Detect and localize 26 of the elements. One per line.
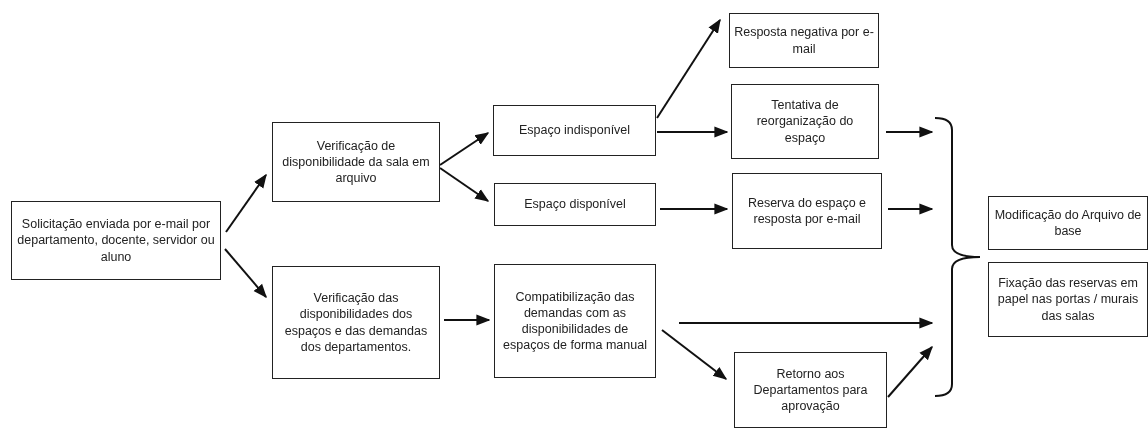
arrow [225, 173, 267, 233]
process-box: Espaço disponível [494, 183, 656, 226]
arrow [885, 126, 934, 138]
process-box: Compatibilização das demandas com as disponibilidades de espaços de forma manual [494, 264, 656, 378]
arrow [887, 345, 933, 398]
process-box: Resposta negativa por e-mail [729, 13, 879, 68]
process-box: Modificação do Arquivo de base [988, 196, 1148, 250]
arrow [661, 329, 728, 380]
process-box: Espaço indisponível [493, 105, 656, 156]
arrow [659, 203, 729, 215]
arrow [224, 248, 267, 299]
process-box: Verificação das disponibilidades dos espaços e das demandas dos departamentos. [272, 266, 440, 379]
process-box: Solicitação enviada por e-mail por departamento, docente, servidor ou aluno [11, 201, 221, 280]
curly-bracket [932, 116, 982, 398]
arrow [656, 18, 721, 119]
process-box: Fixação das reservas em papel nas portas / murais das salas [988, 262, 1148, 337]
process-box: Tentativa de reorganização do espaço [731, 84, 879, 159]
arrow [439, 167, 490, 202]
process-box: Verificação de disponibilidade da sala em arquivo [272, 122, 440, 202]
arrow [678, 317, 934, 329]
process-box: Reserva do espaço e resposta por e-mail [732, 173, 882, 249]
process-box: Retorno aos Departamentos para aprovação [734, 352, 887, 428]
arrow [656, 126, 729, 138]
arrow [439, 132, 490, 166]
arrow [443, 314, 491, 326]
arrow [887, 203, 934, 215]
